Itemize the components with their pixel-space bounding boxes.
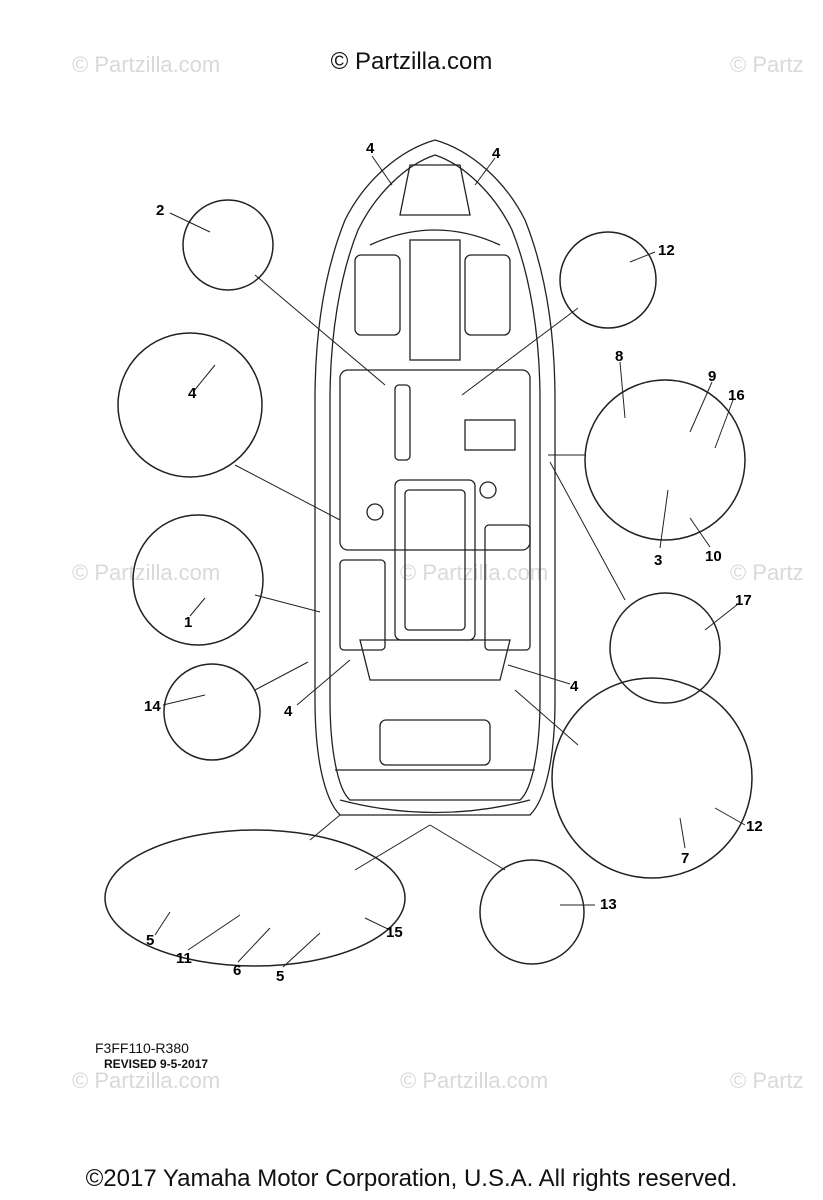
callout-16: 16 bbox=[728, 387, 745, 404]
callout-4: 4 bbox=[570, 678, 579, 695]
callout-14: 14 bbox=[144, 698, 161, 715]
watermark: © Partzilla.com bbox=[400, 560, 549, 585]
watermark: © Partzilla.com bbox=[72, 1068, 221, 1093]
page-header: © Partzilla.com bbox=[330, 48, 493, 75]
callout-12: 12 bbox=[658, 242, 675, 259]
watermark: © Partzilla.com bbox=[72, 52, 221, 77]
watermark: © Partz bbox=[730, 560, 804, 585]
callout-5: 5 bbox=[146, 932, 155, 949]
hull-outline bbox=[314, 139, 556, 816]
callout-11: 11 bbox=[176, 950, 192, 967]
watermark: © Partzilla.com bbox=[72, 560, 221, 585]
callout-13: 13 bbox=[600, 896, 617, 913]
callout-12: 12 bbox=[746, 818, 763, 835]
watermark: © Partz bbox=[730, 52, 804, 77]
callout-17: 17 bbox=[735, 592, 752, 609]
callout-6: 6 bbox=[233, 962, 242, 979]
callout-2: 2 bbox=[156, 202, 165, 219]
watermark: © Partzilla.com bbox=[400, 1068, 549, 1093]
diagram-code: F3FF110-R380 bbox=[95, 1040, 189, 1056]
callout-4: 4 bbox=[492, 145, 501, 162]
callout-4: 4 bbox=[284, 703, 293, 720]
callout-4: 4 bbox=[366, 140, 375, 157]
callout-7: 7 bbox=[681, 850, 690, 867]
callout-10: 10 bbox=[705, 548, 722, 565]
callout-15: 15 bbox=[386, 924, 403, 941]
watermark: © Partz bbox=[730, 1068, 804, 1093]
callout-1: 1 bbox=[184, 614, 193, 631]
copyright-footer: ©2017 Yamaha Motor Corporation, U.S.A. A… bbox=[85, 1165, 738, 1192]
callout-5: 5 bbox=[276, 968, 285, 985]
callout-4: 4 bbox=[188, 385, 197, 402]
callout-3: 3 bbox=[654, 552, 663, 569]
revision-date: REVISED 9-5-2017 bbox=[104, 1057, 209, 1071]
callout-9: 9 bbox=[708, 368, 717, 385]
callout-8: 8 bbox=[615, 348, 624, 365]
